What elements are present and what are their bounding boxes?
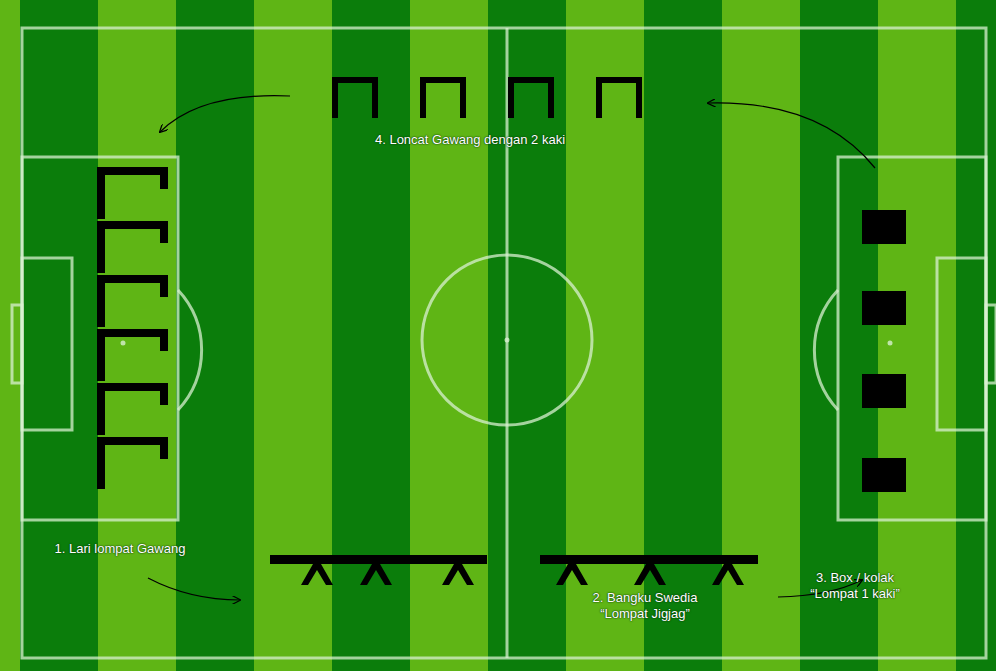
station-label: 1. Lari lompat Gawang	[55, 541, 186, 556]
swedish-benches	[270, 555, 758, 585]
hurdle	[97, 383, 168, 435]
hurdles-run-jump	[97, 167, 168, 489]
hurdle	[508, 77, 554, 118]
hurdle	[97, 167, 168, 219]
station-label: “Lompat 1 kaki”	[810, 586, 900, 601]
hurdle	[420, 77, 466, 118]
hurdle	[596, 77, 642, 118]
station-label: 4. Loncat Gawang dengan 2 kaki	[375, 132, 565, 147]
bench-leg	[442, 564, 474, 585]
bench-leg	[712, 564, 744, 585]
station-label: 3. Box / kolak	[816, 570, 894, 585]
route-arrow	[148, 578, 240, 600]
pitch-lines	[12, 28, 996, 658]
hurdle	[97, 221, 168, 273]
hurdle	[97, 329, 168, 381]
hurdle	[97, 275, 168, 327]
route-arrow	[160, 96, 290, 132]
route-arrow	[708, 103, 875, 168]
hurdles-two-feet	[332, 77, 642, 118]
hurdle	[97, 437, 168, 489]
station-label: 2. Bangku Swedia	[593, 590, 698, 605]
bench-leg	[556, 564, 588, 585]
jump-boxes	[862, 210, 906, 492]
bench-leg	[360, 564, 392, 585]
hurdle	[332, 77, 378, 118]
bench-leg	[301, 564, 333, 585]
station-label: “Lompat Jigjag”	[600, 606, 690, 621]
bench-leg	[634, 564, 666, 585]
pitch-spots	[121, 338, 893, 346]
bench-top	[270, 555, 487, 564]
bench-top	[540, 555, 758, 564]
